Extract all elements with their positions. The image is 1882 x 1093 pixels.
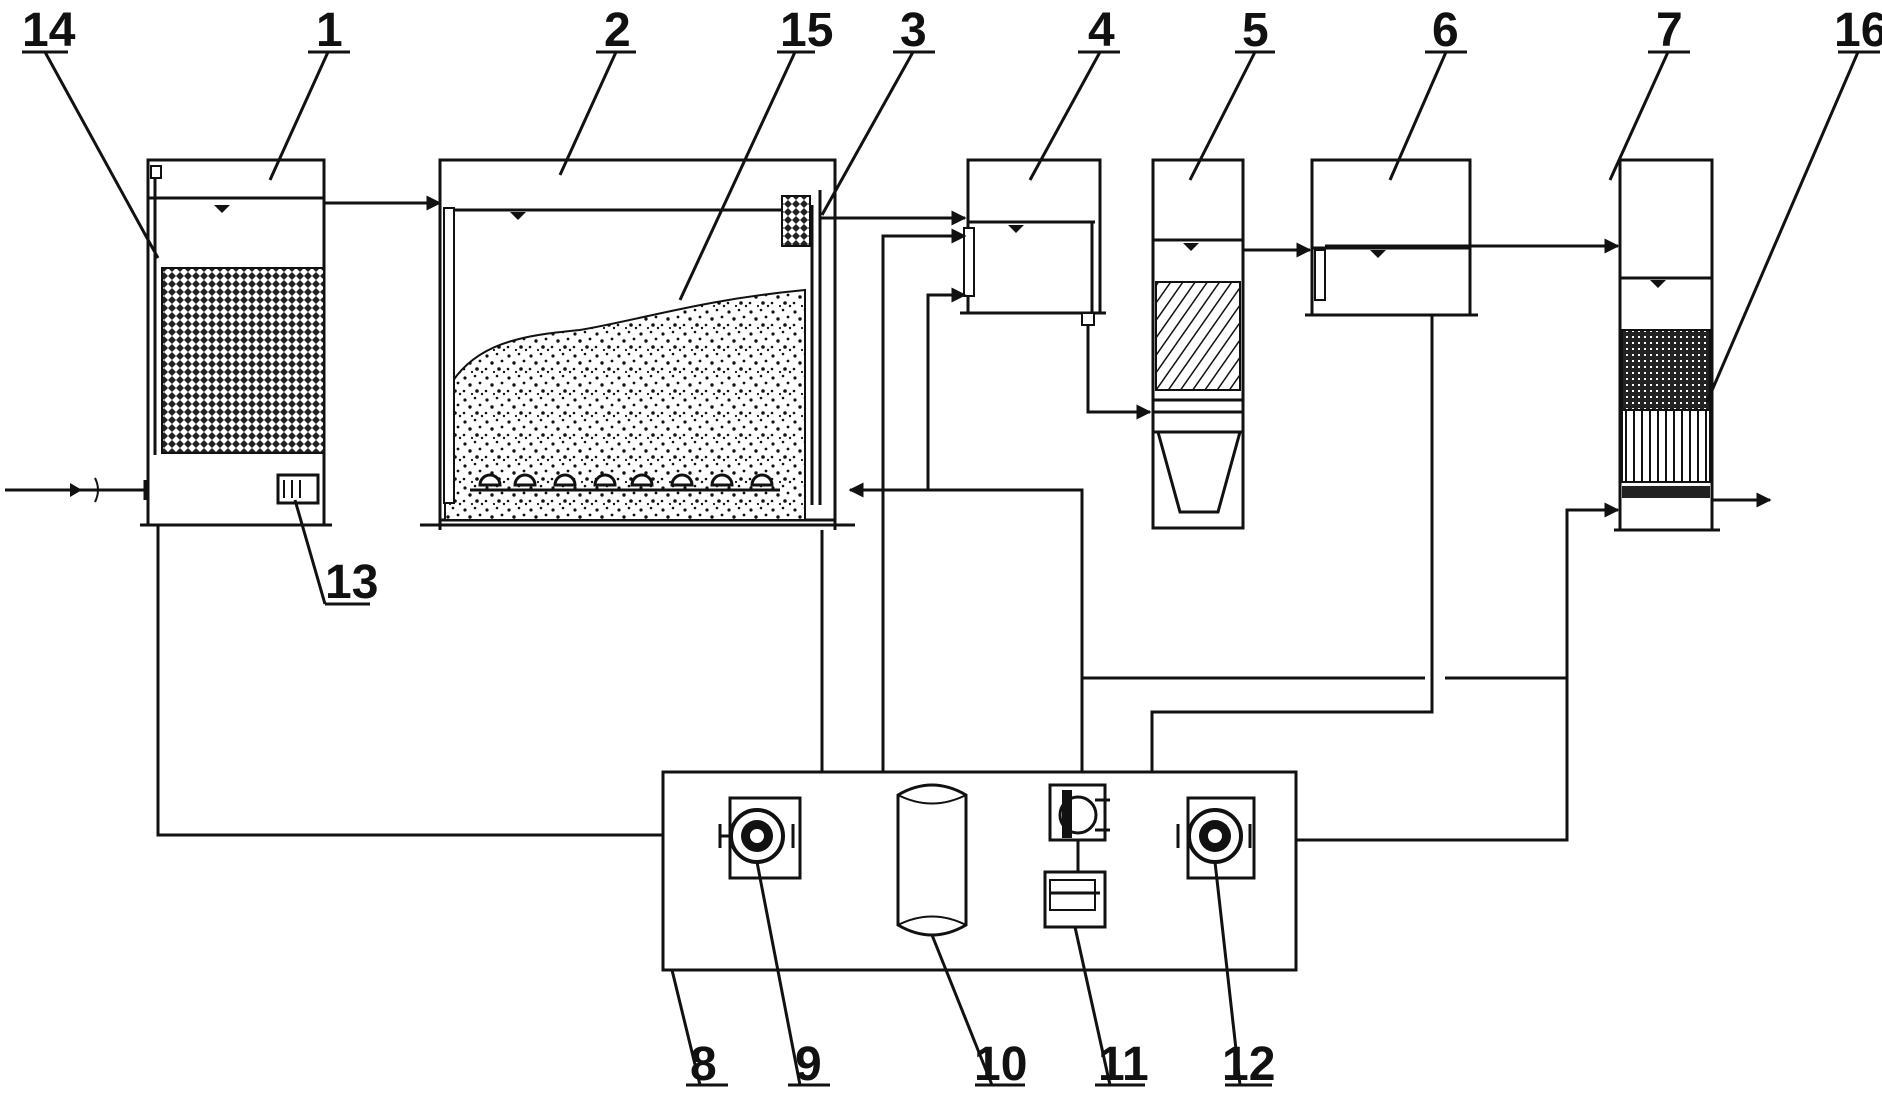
callout-10: 10 (974, 1038, 1027, 1091)
callout-14: 14 (22, 4, 76, 57)
callout-7: 7 (1656, 4, 1683, 57)
callout-labels: 14 1 2 15 3 4 5 6 7 16 13 8 9 10 11 12 (22, 4, 1882, 1091)
unit-6-tank (1305, 158, 1478, 317)
unit-7-filter (1614, 158, 1772, 532)
pump-12 (1176, 796, 1256, 880)
unit-4-tank (960, 158, 1106, 326)
pipe-4-to-5 (1086, 325, 1152, 420)
callout-9: 9 (795, 1038, 822, 1091)
callout-4: 4 (1088, 4, 1115, 57)
callout-8: 8 (690, 1038, 717, 1091)
callout-12: 12 (1222, 1038, 1275, 1091)
callout-1: 1 (316, 4, 343, 57)
callout-15: 15 (780, 4, 833, 57)
piping-network (156, 228, 1620, 842)
callout-5: 5 (1242, 4, 1269, 57)
pump-9 (718, 796, 802, 880)
inlet-pipe (5, 477, 148, 503)
callout-3: 3 (900, 4, 927, 57)
callout-2: 2 (604, 4, 631, 57)
callout-16: 16 (1834, 4, 1882, 57)
callout-13: 13 (325, 556, 378, 609)
callout-11: 11 (1098, 1038, 1149, 1091)
unit-1-tank (140, 158, 332, 527)
blower-11 (1043, 783, 1110, 929)
tank-10 (896, 783, 968, 937)
unit-5-settler (1151, 158, 1245, 530)
callout-6: 6 (1432, 4, 1459, 57)
leader-lines (22, 50, 1880, 1087)
unit-2-reactor (420, 158, 855, 530)
